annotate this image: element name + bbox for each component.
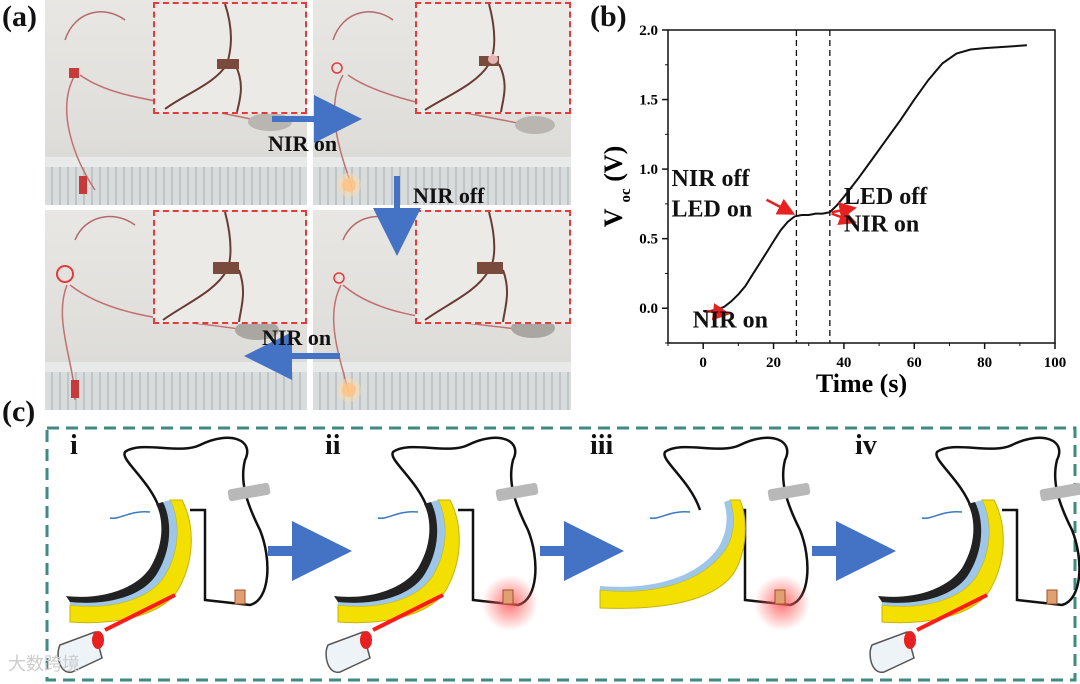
magnet-block <box>767 482 811 502</box>
x-tick-label: 40 <box>836 355 851 371</box>
nir-laser-beam <box>372 593 444 632</box>
laser-lens <box>904 631 916 649</box>
inset-zoom <box>153 210 307 324</box>
annotation-arrow <box>706 303 731 321</box>
magnet-block <box>227 482 271 502</box>
wire-loop <box>123 436 269 607</box>
stage-2-illustration <box>325 436 539 673</box>
x-axis-title: Time (s) <box>816 369 907 398</box>
stage-label-i: i <box>70 430 78 461</box>
x-tick-label: 0 <box>699 355 707 371</box>
stage-3-illustration <box>599 436 811 631</box>
laser-lens <box>92 631 104 649</box>
actuator-blue-layer <box>600 500 734 592</box>
y-tick-label: 0.5 <box>639 232 658 248</box>
y-tick-label: 1.5 <box>639 93 658 109</box>
wire-loop <box>935 436 1080 607</box>
stage-label-ii: ii <box>325 430 341 461</box>
inset-wire <box>424 211 509 323</box>
inset-zoom <box>153 2 307 114</box>
thin-wire <box>377 511 419 519</box>
stage-label-iv: iv <box>855 430 877 461</box>
actuator-black-layer <box>66 502 170 603</box>
panel-label-a: (a) <box>2 0 37 33</box>
panel-c-frame <box>45 426 1077 682</box>
y-tick-label: 2.0 <box>639 23 658 39</box>
annotation-arrow <box>831 208 857 226</box>
annotation-label: LED on <box>672 196 753 222</box>
wire-loop <box>663 436 809 607</box>
plot-frame <box>667 29 1056 344</box>
thin-wire <box>649 511 691 519</box>
photo-top-right <box>313 0 571 205</box>
led-chip <box>502 589 514 605</box>
laser-emitter <box>325 631 371 673</box>
laser-emitter <box>57 631 103 673</box>
led-chip <box>1046 589 1058 605</box>
panel-label-c: (c) <box>2 395 36 428</box>
annotation-arrow <box>765 198 796 215</box>
watermark: 大数跨境 <box>8 654 80 675</box>
nir-laser-beam <box>916 593 988 632</box>
x-tick-label: 60 <box>907 355 922 371</box>
thin-wire <box>921 511 963 519</box>
panel-label-b: (b) <box>590 0 627 33</box>
chart-axes <box>662 29 1056 349</box>
x-tick-label: 100 <box>1044 355 1067 371</box>
nir-laser-beam <box>104 593 176 632</box>
x-tick-label: 80 <box>977 355 992 371</box>
arrow-label-nir-on-1: NIR on <box>268 131 338 156</box>
stage-1-illustration <box>57 436 271 673</box>
chart-marks <box>703 30 1027 343</box>
inset-zoom <box>415 210 571 324</box>
x-tick-label: 20 <box>766 355 781 371</box>
actuator-black-layer <box>334 502 438 603</box>
inset-wire <box>162 211 245 323</box>
annotation-label: LED off <box>844 184 928 210</box>
annotation-label: NIR off <box>672 166 751 192</box>
actuator-black-layer <box>878 502 982 603</box>
actuator-yellow-layer <box>599 499 746 609</box>
annotation-label: NIR on <box>844 212 919 238</box>
annotation-label: NIR on <box>693 308 768 334</box>
thin-wire <box>109 511 151 519</box>
led-chip <box>234 589 246 605</box>
inset-wire <box>164 3 242 113</box>
stage-label-iii: iii <box>590 430 614 461</box>
y-axis-title: V oc (V) <box>600 146 634 228</box>
arrow-label-nir-off: NIR off <box>413 183 485 208</box>
stage-4-illustration <box>869 436 1080 673</box>
photo-top-left <box>45 0 307 205</box>
laser-lens <box>360 631 372 649</box>
magnet-block <box>495 482 539 502</box>
panel-a-arrows <box>244 95 421 380</box>
laser-emitter <box>869 631 915 673</box>
inset-zoom <box>415 2 571 114</box>
y-tick-label: 0.0 <box>639 301 658 317</box>
voc-series-line <box>703 44 1027 312</box>
wire-drawing <box>331 11 555 197</box>
inset-wire <box>424 3 506 113</box>
photo-bottom-right <box>313 210 571 410</box>
y-tick-label: 1.0 <box>639 162 658 178</box>
arrow-label-nir-on-2: NIR on <box>262 325 332 350</box>
magnet-block <box>1039 482 1080 502</box>
wire-loop <box>391 436 537 607</box>
panel-c-schematic <box>45 426 1080 682</box>
led-chip <box>774 589 786 605</box>
